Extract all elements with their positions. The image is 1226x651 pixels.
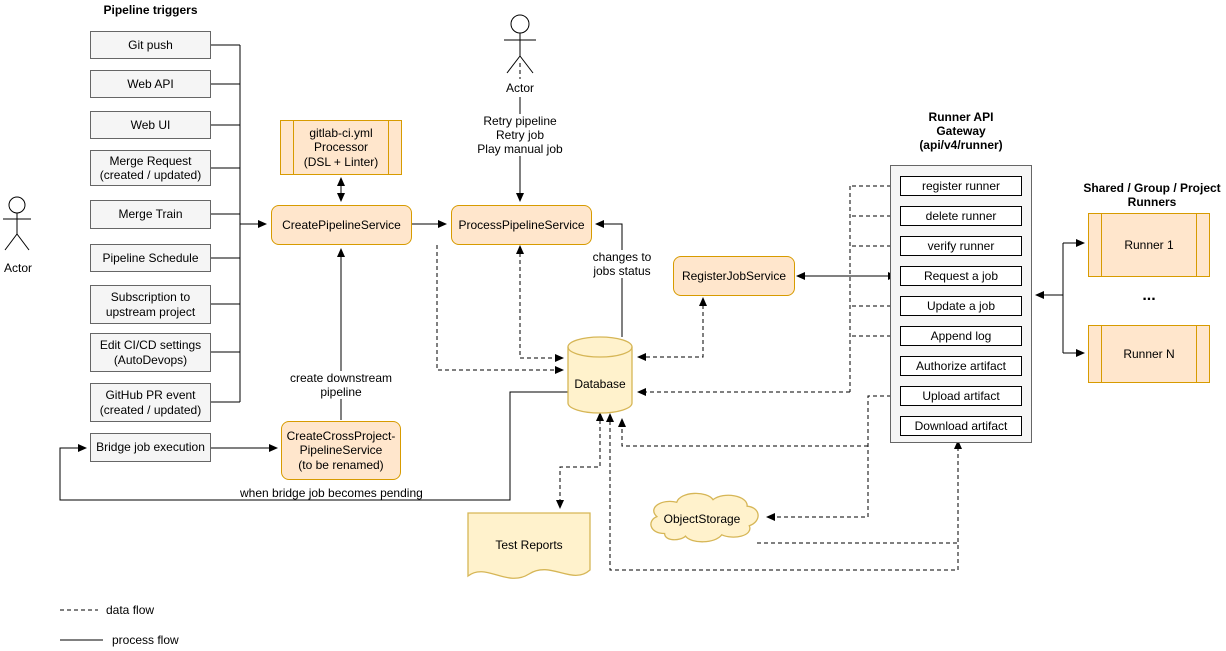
database-cylinder: [567, 336, 633, 414]
test-reports-label: Test Reports: [495, 538, 563, 552]
endpoint-authorize-artifact: Authorize artifact: [900, 356, 1022, 376]
legend-process-flow-label: process flow: [112, 633, 179, 647]
actor-figure-left: [3, 196, 31, 251]
database-label: Database: [574, 377, 626, 391]
endpoint-register-runner: register runner: [900, 176, 1022, 196]
changes-jobs-status-label: changes to jobs status: [582, 250, 662, 279]
actor-top-label: Actor: [505, 81, 534, 95]
when-bridge-pending-label: when bridge job becomes pending: [240, 486, 423, 500]
process-pipeline-service: ProcessPipelineService: [451, 205, 592, 245]
create-pipeline-service: CreatePipelineService: [271, 205, 412, 245]
trigger-bridge-job: Bridge job execution: [90, 433, 211, 462]
trigger-pipeline-schedule: Pipeline Schedule: [90, 244, 211, 272]
endpoint-download-artifact: Download artifact: [900, 416, 1022, 436]
trigger-web-ui: Web UI: [90, 111, 211, 139]
object-storage-label: ObjectStorage: [663, 512, 741, 526]
test-reports-document: [467, 512, 591, 579]
endpoint-append-log: Append log: [900, 326, 1022, 346]
endpoint-verify-runner: verify runner: [900, 236, 1022, 256]
runner-n: Runner N: [1088, 325, 1210, 383]
runners-ellipsis: ...: [1142, 287, 1156, 304]
create-downstream-label: create downstream pipeline: [276, 371, 406, 400]
shared-runners-title: Shared / Group / Project Runners: [1083, 181, 1221, 210]
pipeline-triggers-title: Pipeline triggers: [103, 3, 198, 17]
runner-1: Runner 1: [1088, 213, 1210, 277]
actor-left-label: Actor: [3, 261, 32, 275]
trigger-merge-train: Merge Train: [90, 200, 211, 229]
endpoint-upload-artifact: Upload artifact: [900, 386, 1022, 406]
trigger-subscription: Subscription to upstream project: [90, 285, 211, 324]
register-job-service: RegisterJobService: [673, 256, 795, 296]
runner-api-gateway-title: Runner API Gateway (api/v4/runner): [919, 110, 1003, 153]
object-storage-cloud: [650, 492, 759, 543]
trigger-bus-connectors: [211, 44, 267, 403]
trigger-merge-request: Merge Request (created / updated): [90, 150, 211, 186]
retry-actions-label: Retry pipeline Retry job Play manual job: [455, 114, 585, 157]
trigger-web-api: Web API: [90, 70, 211, 98]
trigger-github-pr: GitHub PR event (created / updated): [90, 383, 211, 422]
legend-data-flow-label: data flow: [106, 603, 155, 617]
gitlab-ci-yml-processor: gitlab-ci.yml Processor (DSL + Linter): [280, 120, 402, 175]
trigger-edit-cicd: Edit CI/CD settings (AutoDevops): [90, 333, 211, 372]
create-cross-project-pipeline-service: CreateCrossProject- PipelineService (to …: [281, 421, 401, 480]
trigger-git-push: Git push: [90, 31, 211, 59]
endpoint-delete-runner: delete runner: [900, 206, 1022, 226]
endpoint-update-a-job: Update a job: [900, 296, 1022, 316]
endpoint-request-a-job: Request a job: [900, 266, 1022, 286]
actor-figure-top: [504, 14, 536, 74]
